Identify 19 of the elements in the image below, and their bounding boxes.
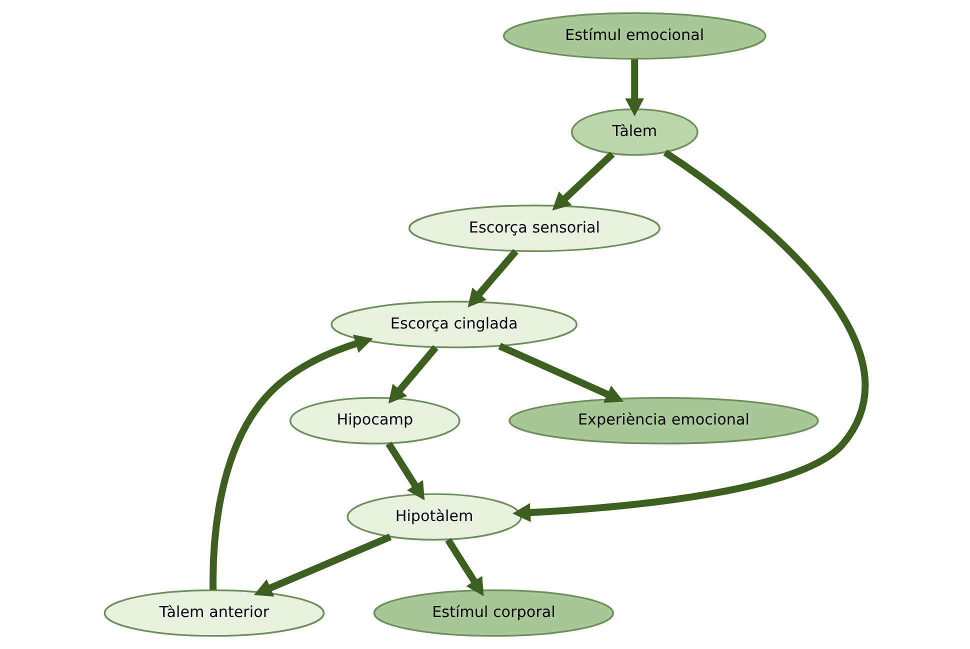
node-ellipse: Tàlem [570,108,698,156]
node-ellipse: Hipotàlem [346,493,522,541]
arrow [445,538,484,596]
arrow [468,248,518,308]
arrow [512,150,868,522]
node-ellipse: Estímul emocional [502,12,766,60]
node-ellipse: Escorça cinglada [330,300,578,348]
arrow [210,334,373,590]
arrow [625,59,644,116]
arrow [552,152,615,211]
node-ellipse: Experiència emocional [508,397,819,444]
arrow [254,534,392,597]
node-ellipse: Escorça sensorial [408,204,660,252]
node-ellipse: Estímul corporal [373,589,614,637]
arrow [388,345,438,404]
arrow [386,442,425,500]
node-ellipse: Hipocamp [289,397,460,444]
node-ellipse: Tàlem anterior [104,589,325,637]
arrow [498,342,624,403]
